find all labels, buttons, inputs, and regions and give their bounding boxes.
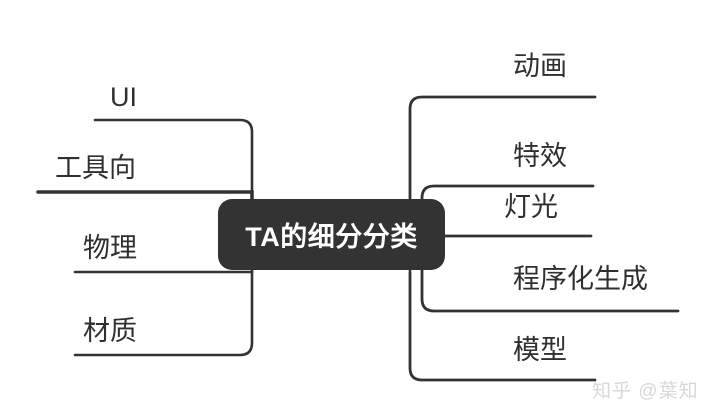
node-label-right-dengguang[interactable]: 灯光 (504, 192, 558, 222)
node-label-right-moxing[interactable]: 模型 (513, 335, 567, 365)
node-label-right-chengxuhua[interactable]: 程序化生成 (513, 264, 648, 294)
center-node[interactable]: TA的细分分类 (218, 199, 445, 270)
watermark: 知乎 @葉知 (592, 381, 699, 402)
connector-left-caizhi (73, 268, 254, 357)
center-node-label: TA的细分分类 (245, 222, 418, 252)
connector-left-ui (93, 118, 254, 202)
connector-left-gongjuxiang (36, 190, 254, 204)
node-label-right-donghua[interactable]: 动画 (513, 51, 567, 81)
node-label-right-texiao[interactable]: 特效 (513, 141, 567, 171)
connector-right-chengxuhua (420, 264, 680, 313)
node-label-left-caizhi[interactable]: 材质 (83, 316, 137, 346)
connector-right-donghua (408, 95, 597, 272)
node-label-left-ui[interactable]: UI (110, 82, 137, 112)
node-label-left-gongjuxiang[interactable]: 工具向 (55, 153, 136, 183)
connector-right-moxing (408, 270, 597, 382)
connector-right-texiao (420, 184, 595, 206)
node-label-left-wuli[interactable]: 物理 (83, 233, 137, 263)
